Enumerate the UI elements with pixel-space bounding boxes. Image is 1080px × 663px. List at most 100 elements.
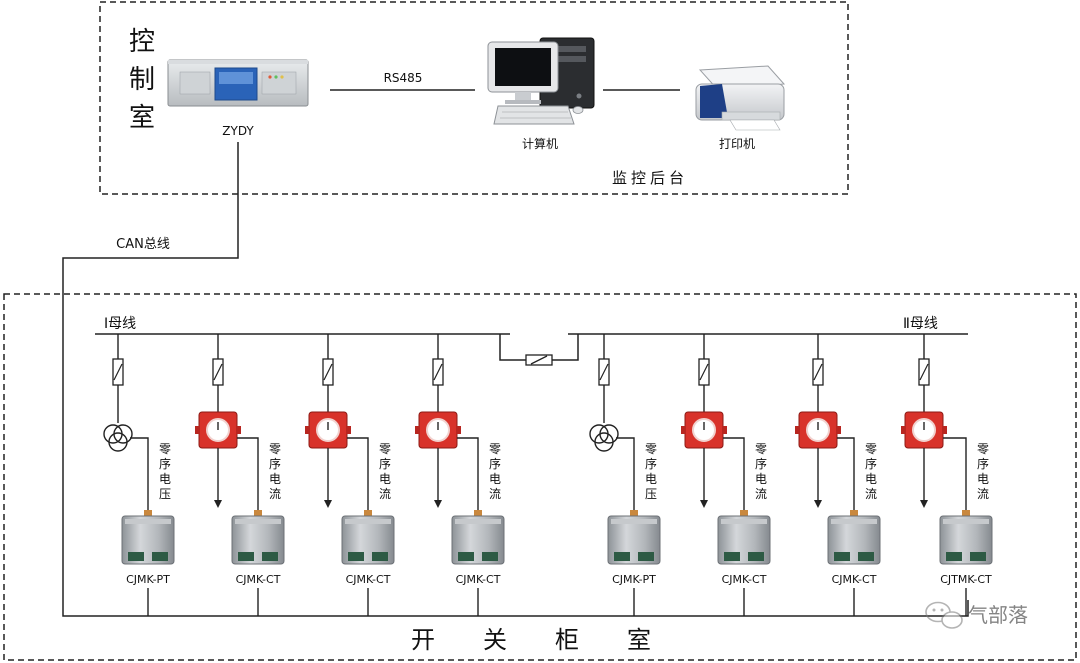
feeder-signal-label: 电	[977, 472, 989, 486]
feeder-signal-label: 零	[159, 442, 171, 456]
arrow-head	[920, 500, 928, 508]
ct-ear	[456, 426, 461, 434]
arrow-head	[700, 500, 708, 508]
feeder-device-label: CJMK-CT	[722, 573, 767, 586]
switchgear-title-char-2: 关	[483, 626, 507, 654]
signal-wire	[723, 437, 745, 516]
signal-wire	[943, 437, 967, 516]
device-connector	[482, 552, 498, 561]
bus-tie-switch	[499, 334, 579, 366]
ct-ear	[236, 426, 241, 434]
feeder-signal-label: 序	[865, 456, 877, 471]
ct-ear	[195, 426, 200, 434]
feeder-signal-label: 零	[865, 442, 877, 456]
switch-blade	[813, 363, 823, 381]
feeder-device-label: CJMK-CT	[346, 573, 391, 586]
feeder-device-label: CJTMK-CT	[940, 573, 992, 586]
feeder-group: 零序电压CJMK-PT零序电流CJMK-CT零序电流CJMK-CT零序电流CJM…	[103, 334, 993, 616]
backend-label: 监控后台	[612, 169, 688, 187]
feeder-device-label: CJMK-CT	[456, 573, 501, 586]
feeder-signal-label: 电	[755, 472, 767, 486]
feeder-signal-label: 电	[159, 472, 171, 486]
arrow-head	[434, 500, 442, 508]
ct-ear	[795, 426, 800, 434]
switch-blade	[433, 363, 443, 381]
device-top-strip	[943, 519, 989, 524]
feeder-signal-label: 零	[379, 442, 391, 456]
device-terminal	[962, 510, 970, 517]
switchgear-title-char-1: 开	[411, 626, 435, 654]
device-top-strip	[721, 519, 767, 524]
device-top-strip	[345, 519, 391, 524]
rs485-label: RS485	[384, 71, 423, 85]
device-connector	[262, 552, 278, 561]
feeder-signal-label: 零	[645, 442, 657, 456]
feeder-device-label: CJMK-PT	[612, 573, 656, 586]
device-connector	[348, 552, 364, 561]
pt-winding	[108, 432, 128, 452]
printer-label: 打印机	[719, 137, 755, 151]
feeder-signal-label: 序	[159, 456, 171, 471]
signal-wire	[130, 437, 149, 516]
feeder-signal-label: 流	[489, 487, 501, 501]
switch-blade	[699, 363, 709, 381]
signal-wire	[347, 437, 369, 516]
feeder-signal-label: 电	[269, 472, 281, 486]
control-room-title-char-1: 控	[129, 27, 155, 57]
feeder-signal-label: 流	[379, 487, 391, 501]
feeder-signal-label: 电	[379, 472, 391, 486]
ct-ear	[836, 426, 841, 434]
switchgear-title-char-3: 柜	[555, 626, 579, 654]
arrow-head	[324, 500, 332, 508]
device-connector	[614, 552, 630, 561]
computer-icon	[487, 37, 595, 125]
ct-ear	[415, 426, 420, 434]
device-connector	[834, 552, 850, 561]
ct-ear	[901, 426, 906, 434]
feeder-signal-label: 序	[977, 456, 989, 471]
device-connector	[458, 552, 474, 561]
bus-1-label: Ⅰ母线	[104, 316, 136, 332]
watermark-text: 气部落	[968, 603, 1028, 627]
switch-blade	[213, 363, 223, 381]
zydy-label: ZYDY	[222, 124, 254, 138]
device-top-strip	[611, 519, 657, 524]
device-top-strip	[455, 519, 501, 524]
device-top-strip	[831, 519, 877, 524]
feeder-signal-label: 电	[865, 472, 877, 486]
signal-wire	[457, 437, 479, 516]
can-bus-label: CAN总线	[116, 237, 170, 252]
feeder-signal-label: 零	[489, 442, 501, 456]
device-connector	[724, 552, 740, 561]
switchgear-title-char-4: 室	[627, 626, 651, 654]
device-connector	[238, 552, 254, 561]
switch-blade	[599, 363, 609, 381]
switch-blade	[919, 363, 929, 381]
feeder-signal-label: 序	[755, 456, 767, 471]
feeder-signal-label: 压	[159, 487, 171, 501]
ct-ear	[681, 426, 686, 434]
device-terminal	[144, 510, 152, 517]
signal-wire	[616, 437, 635, 516]
feeder-signal-label: 零	[977, 442, 989, 456]
arrow-head	[814, 500, 822, 508]
feeder-device-label: CJMK-CT	[236, 573, 281, 586]
feeder-signal-label: 序	[269, 456, 281, 471]
ct-ear	[346, 426, 351, 434]
ct-ear	[942, 426, 947, 434]
device-connector	[970, 552, 986, 561]
device-connector	[128, 552, 144, 561]
feeder-signal-label: 电	[645, 472, 657, 486]
feeder-device-label: CJMK-CT	[832, 573, 877, 586]
switch-blade	[113, 363, 123, 381]
control-room-title-char-3: 室	[129, 103, 155, 133]
feeder-signal-label: 零	[755, 442, 767, 456]
bus-2-label: Ⅱ母线	[903, 316, 938, 332]
feeder-signal-label: 序	[489, 456, 501, 471]
arrow-head	[214, 500, 222, 508]
